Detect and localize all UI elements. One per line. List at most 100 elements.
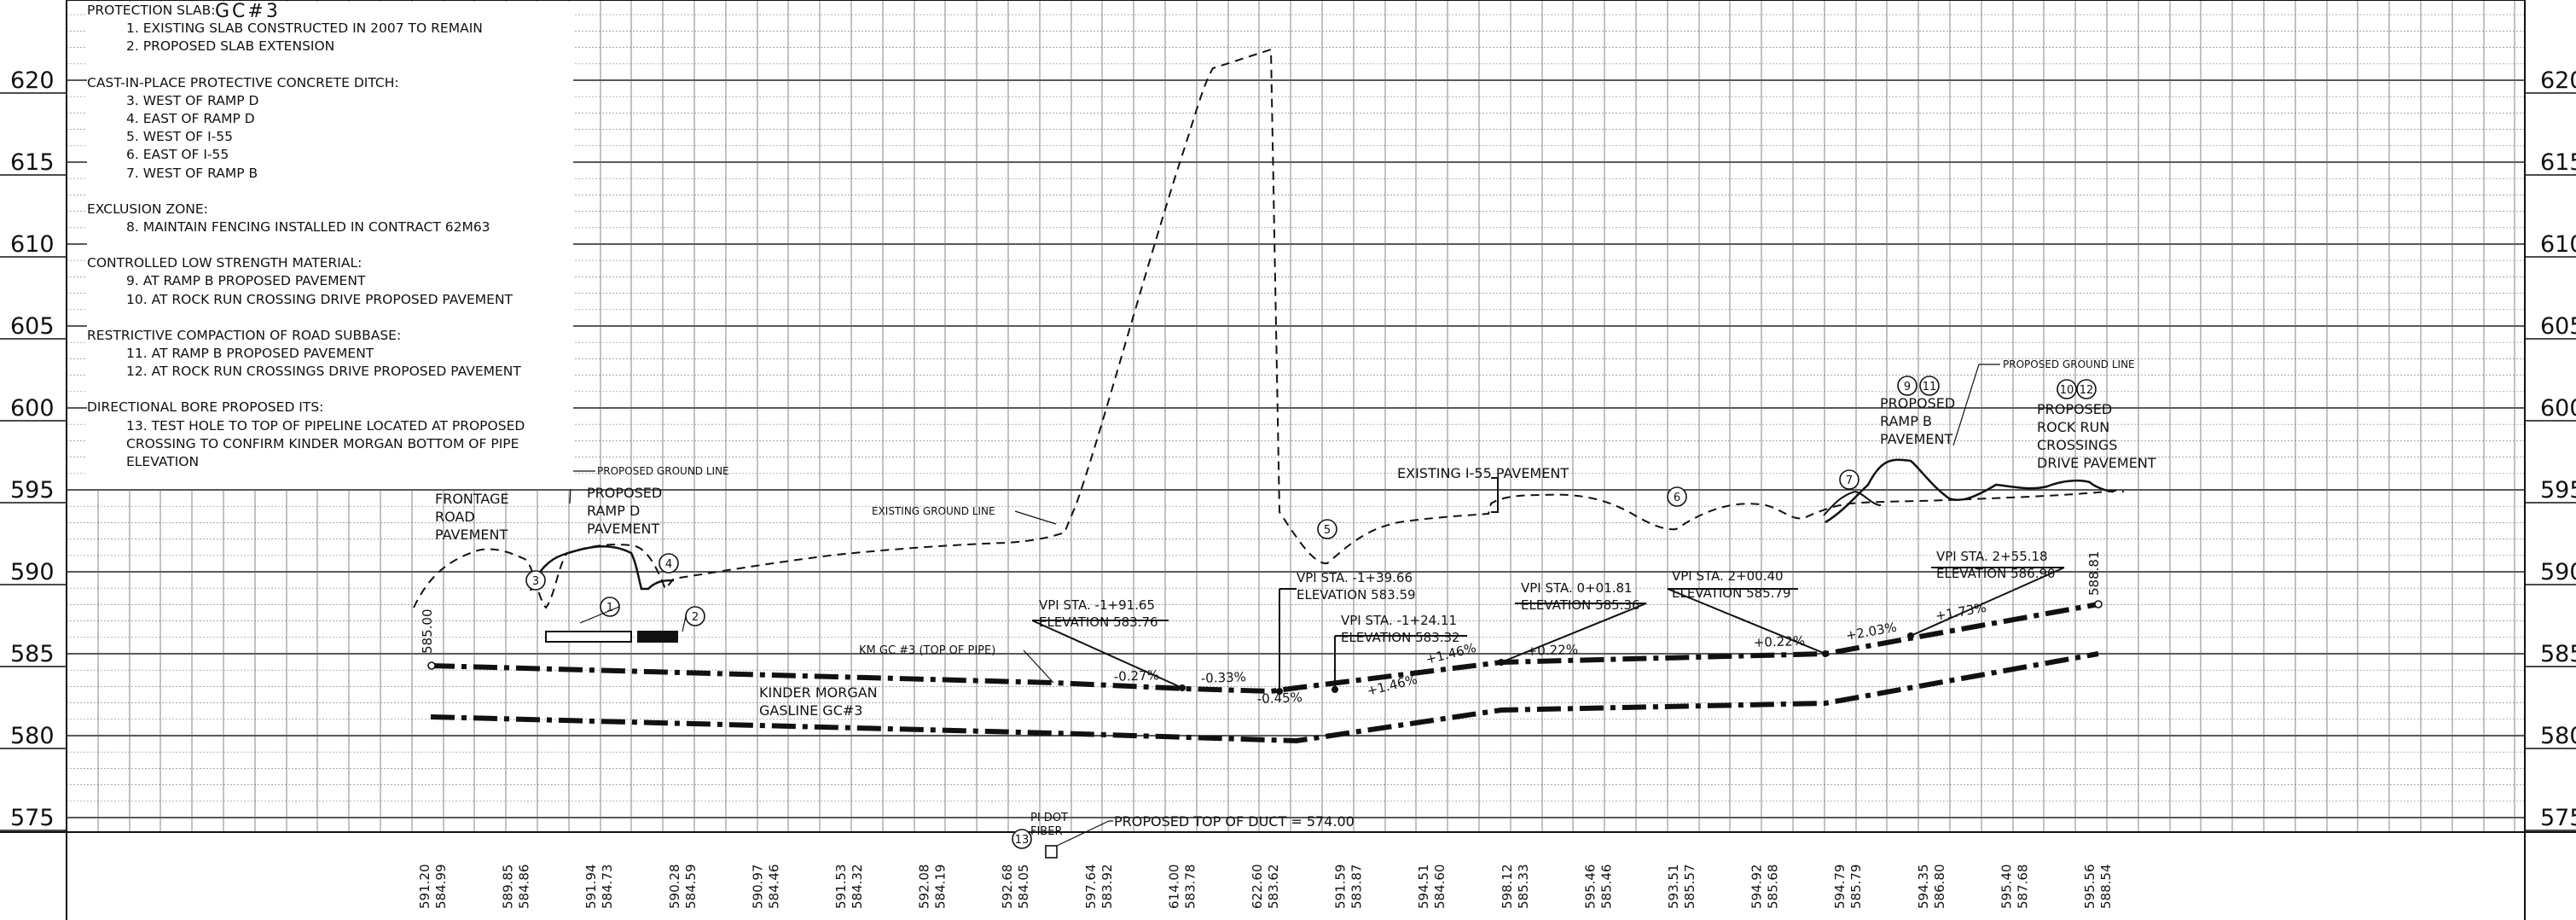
start-elevation-label: 585.00 xyxy=(420,609,435,655)
elevation-label-right: 610 xyxy=(2540,231,2576,258)
ground-elevation-value: 594.51 xyxy=(1416,865,1431,910)
callout-circle xyxy=(525,570,546,591)
leader-line xyxy=(1952,364,2000,446)
callout-circle xyxy=(1012,829,1032,849)
exclusion-fence-post xyxy=(1491,477,1499,513)
callout-circle xyxy=(2076,379,2097,399)
callout-number: 7 xyxy=(1846,475,1853,487)
profile-elevation-value: 584.60 xyxy=(1432,865,1448,910)
proposed-ramp-d-label: PROPOSED xyxy=(587,485,662,501)
existing-west-frontage-label: FRONTAGE xyxy=(435,491,509,507)
proposed-ground-line-label: PROPOSED GROUND LINE xyxy=(2003,358,2135,370)
callout-circle xyxy=(1667,486,1687,507)
existing-west-frontage-label: ROAD xyxy=(435,509,475,525)
proposed-ramp-b-label: PAVEMENT xyxy=(1880,431,1952,447)
profile-elevation-value: 584.73 xyxy=(600,865,615,910)
callout-leader xyxy=(579,606,620,624)
end-elevation-label: 588.81 xyxy=(2086,551,2102,597)
notes-header-fragment: IMPROVEMENTS RELATED TO GC#3 xyxy=(215,0,545,23)
callout-number: 3 xyxy=(532,575,539,588)
notes-item: 3. WEST OF RAMP D xyxy=(126,92,259,108)
proposed-ramp-d-label: PAVEMENT xyxy=(587,521,659,537)
ground-elevation-value: 591.59 xyxy=(1333,865,1349,910)
elevation-scale: 6206206156156106106056056006005955955905… xyxy=(0,67,2576,831)
elevation-label-left: 605 xyxy=(10,313,55,340)
vpi-point xyxy=(1907,632,1914,639)
ground-elevation-value: 595.40 xyxy=(1999,865,2014,910)
proposed-ground-line-label: PROPOSED GROUND LINE xyxy=(597,465,729,477)
callout-circle xyxy=(1919,376,1940,396)
proposed-ground-ramp-d xyxy=(529,544,675,591)
notes-group: PROTECTION SLAB: 1. EXISTING SLAB CONSTRU… xyxy=(87,2,573,56)
elevation-label-right: 575 xyxy=(2540,805,2576,831)
elevation-label-left: 610 xyxy=(10,231,55,258)
vpi-point xyxy=(1179,684,1186,691)
vpi-point xyxy=(1498,659,1505,666)
notes-item: 11. AT RAMP B PROPOSED PAVEMENT xyxy=(126,346,374,362)
notes-group-title: RESTRICTIVE COMPACTION OF ROAD SUBBASE: xyxy=(87,327,402,343)
callout-number: 4 xyxy=(665,558,672,571)
profile-elevation-value: 588.54 xyxy=(2098,865,2114,910)
proposed-rock-run-label: DRIVE PAVEMENT xyxy=(2037,455,2156,471)
profile-elevation-value: 583.87 xyxy=(1349,865,1365,910)
vpi-station-label: VPI STA. -1+91.65 xyxy=(1039,597,1155,613)
notes-item: 6. EAST OF I-55 xyxy=(126,147,229,163)
callout-number: 1 xyxy=(606,602,613,614)
vpi-drop xyxy=(1910,567,2065,637)
notes-item: 7. WEST OF RAMP B xyxy=(126,165,258,181)
callout-circle xyxy=(1897,376,1917,396)
profile-elevation-value: 584.86 xyxy=(517,865,532,910)
grade-label: -0.27% xyxy=(1114,667,1160,684)
notes-item: 9. AT RAMP B PROPOSED PAVEMENT xyxy=(126,273,366,289)
callout-leader xyxy=(682,615,687,632)
callout-number: 6 xyxy=(1674,492,1680,504)
grade-label: -0.45% xyxy=(1257,690,1303,707)
vpi-elevation-label: ELEVATION 583.59 xyxy=(1297,587,1416,603)
notes-item: 12. AT ROCK RUN CROSSINGS DRIVE PROPOSED… xyxy=(126,364,521,380)
notes-item: 10. AT ROCK RUN CROSSING DRIVE PROPOSED … xyxy=(126,291,513,307)
proposed-duct-profile xyxy=(430,602,2099,695)
proposed-rock-run-label: PROPOSED xyxy=(2037,401,2112,417)
callout-number: 11 xyxy=(1923,381,1937,393)
callout-number: 2 xyxy=(692,611,699,624)
km-gc3-label: KM GC #3 (TOP OF PIPE) xyxy=(859,644,995,657)
vpi-drop xyxy=(1500,603,1647,663)
ground-elevation-value: 591.94 xyxy=(583,865,599,910)
elevation-label-right: 595 xyxy=(2540,477,2576,504)
vpi-point xyxy=(1332,686,1338,693)
notes-item: 1. EXISTING SLAB CONSTRUCTED IN 2007 TO … xyxy=(126,20,483,37)
ground-elevation-value: 592.08 xyxy=(917,865,932,910)
callout-number: 12 xyxy=(2080,384,2094,397)
end-point xyxy=(2094,600,2103,608)
elevation-label-right: 580 xyxy=(2540,723,2576,749)
ground-elevation-value: 590.97 xyxy=(750,865,765,910)
proposed-ramp-b-label: PROPOSED xyxy=(1880,395,1955,411)
elevation-label-right: 585 xyxy=(2540,641,2576,667)
left-margin xyxy=(0,0,67,920)
ground-elevation-value: 592.68 xyxy=(1000,865,1015,910)
proposed-rock-run-label: CROSSINGS xyxy=(2037,437,2117,453)
profile-elevation-value: 584.46 xyxy=(766,865,781,910)
elevation-label-left: 575 xyxy=(10,805,55,831)
notes-group-title: PROTECTION SLAB: xyxy=(87,3,216,18)
proposed-ramp-b-label: RAMP B xyxy=(1880,413,1932,429)
grade-label: -0.33% xyxy=(1201,669,1247,686)
fiber-duct-symbol xyxy=(1045,845,1058,859)
start-point xyxy=(427,661,436,670)
profile-elevation-value: 583.78 xyxy=(1182,865,1198,910)
ground-elevation-value: 590.28 xyxy=(667,865,682,910)
leader-line xyxy=(1056,820,1113,847)
elevation-label-left: 580 xyxy=(10,723,55,749)
ground-elevation-value: 594.35 xyxy=(1916,865,1931,910)
notes-item: 13. TEST HOLE TO TOP OF PIPELINE LOCATED… xyxy=(126,417,525,470)
grade-label: +0.22% xyxy=(1754,633,1806,650)
callout-number: 9 xyxy=(1904,381,1911,393)
callout-number: 13 xyxy=(1015,834,1030,847)
ground-elevation-value: 595.56 xyxy=(2082,865,2097,910)
profile-elevation-value: 585.46 xyxy=(1598,865,1614,910)
callout-circle xyxy=(659,553,679,574)
general-notes-block: IMPROVEMENTS RELATED TO GC#3 PROTECTION … xyxy=(87,0,573,490)
top-of-duct-label: PROPOSED TOP OF DUCT = 574.00 xyxy=(1114,813,1355,830)
profile-elevation-value: 585.57 xyxy=(1682,865,1697,910)
